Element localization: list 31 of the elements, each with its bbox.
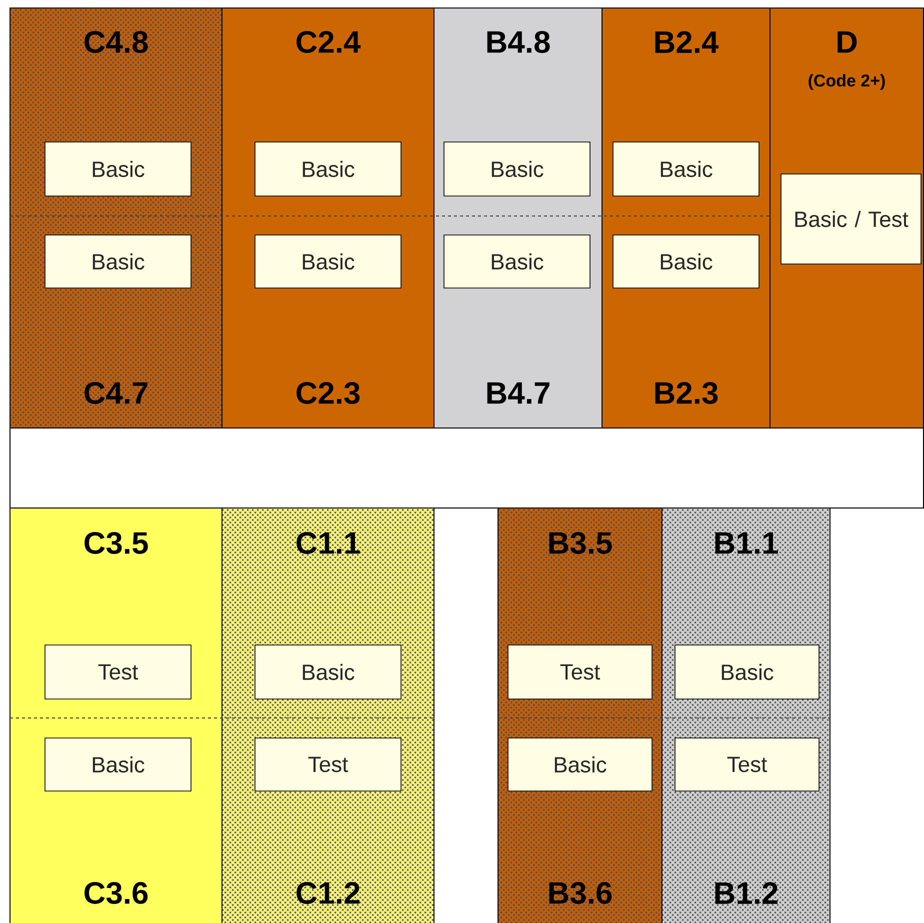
column-label: C3.6 <box>84 882 148 904</box>
label-box: Basic / Test <box>780 174 922 264</box>
label-box: Basic <box>444 234 590 288</box>
column-label: B4.8 <box>487 31 550 53</box>
column-label: C4.8 <box>84 31 148 53</box>
label-box: Basic <box>674 644 820 700</box>
label-box: Test <box>674 738 820 792</box>
column-label: B4.7 <box>487 382 550 404</box>
column-label: (Code 2+) <box>808 74 885 90</box>
column-label: C1.1 <box>296 532 360 554</box>
label-box: Basic <box>508 738 652 792</box>
label-box: Basic <box>254 644 402 700</box>
column-label: B2.3 <box>655 382 718 404</box>
column-label: D <box>838 31 857 53</box>
label-box: Basic <box>254 142 402 196</box>
column-label: C1.2 <box>296 882 360 904</box>
column-label: C3.5 <box>84 532 148 554</box>
label-box: Basic <box>612 142 760 196</box>
column-label: C2.4 <box>296 31 361 53</box>
label-box: Test <box>44 644 192 700</box>
label-box: Basic <box>612 234 760 288</box>
column-label: B2.4 <box>655 31 719 53</box>
label-box: Basic <box>44 738 192 792</box>
label-box: Basic <box>254 234 402 288</box>
column-label: C2.3 <box>296 382 360 404</box>
label-box: Test <box>254 738 402 792</box>
column-label: C4.7 <box>84 382 148 404</box>
label-box: Test <box>508 644 652 700</box>
label-box: Basic <box>44 234 192 288</box>
label-box: Basic <box>44 142 192 196</box>
label-box: Basic <box>444 142 590 196</box>
